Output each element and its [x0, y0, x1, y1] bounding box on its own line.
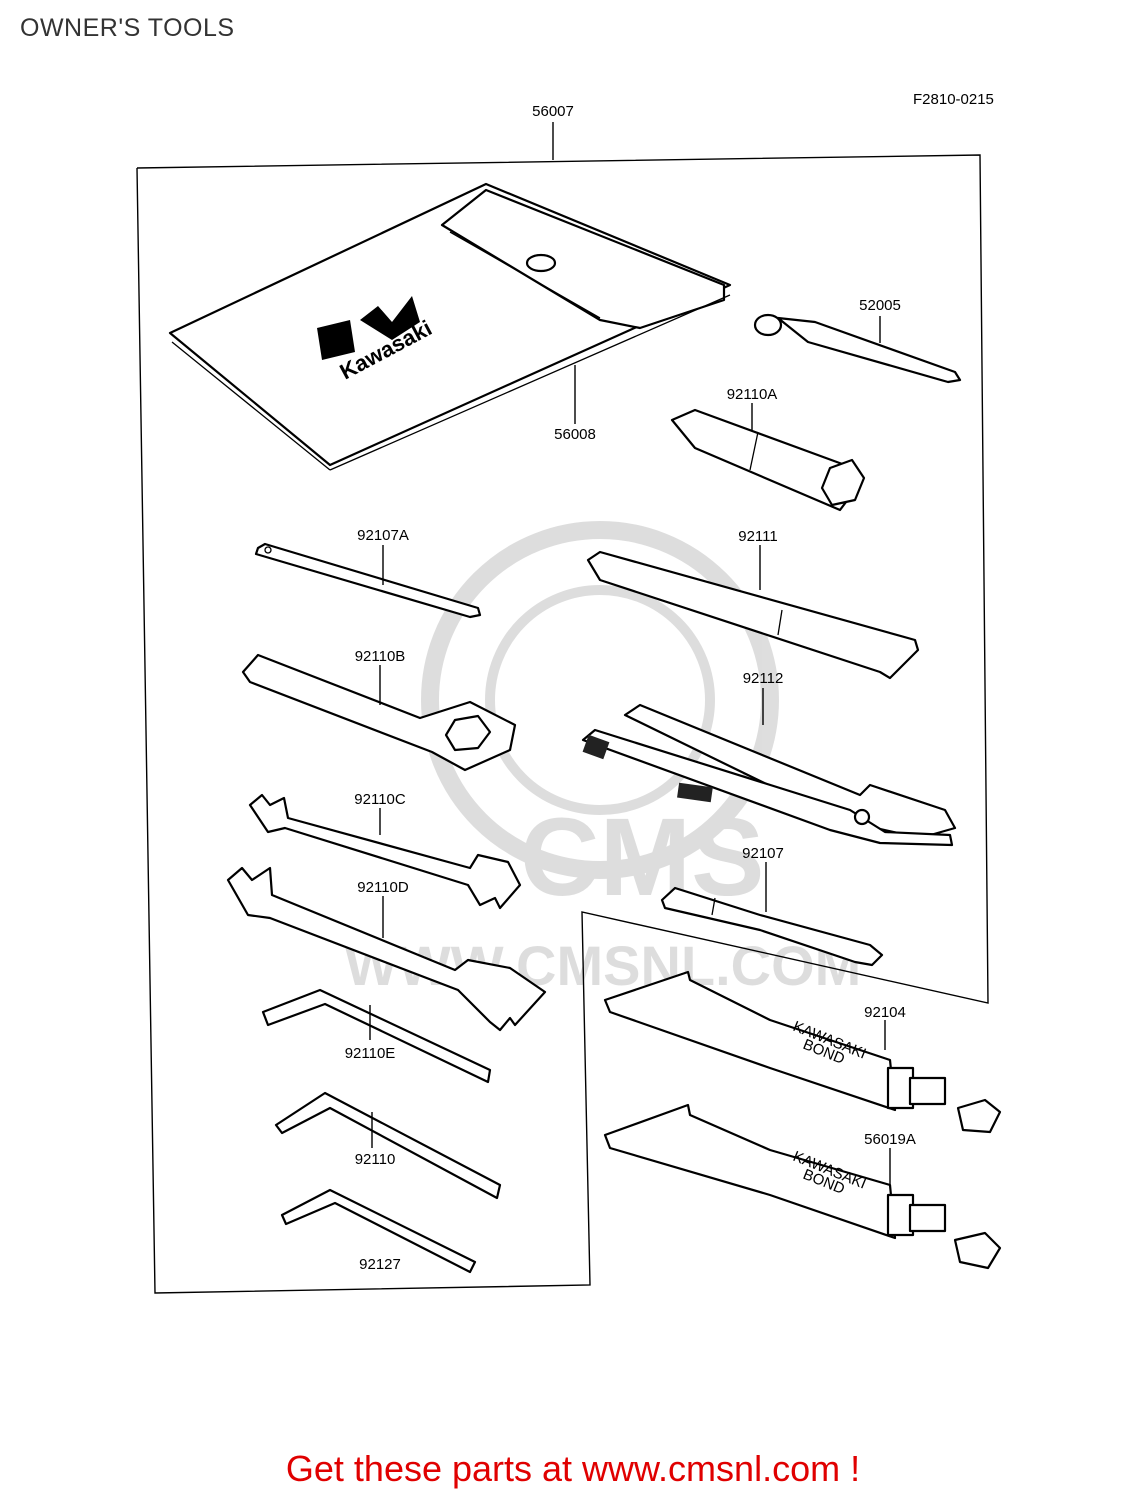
tool-92127[interactable] — [280, 1188, 477, 1274]
label-92127[interactable]: 92127 — [359, 1256, 401, 1273]
footer-link[interactable]: Get these parts at www.cmsnl.com ! — [285, 1448, 861, 1489]
label-92110E[interactable]: 92110E — [345, 1045, 396, 1062]
tool-92110A[interactable] — [670, 408, 866, 512]
page-title: OWNER'S TOOLS — [20, 14, 235, 42]
tool-92111[interactable] — [586, 550, 920, 680]
tool-92107A[interactable] — [254, 542, 482, 619]
tool-bag[interactable]: Kawasaki — [168, 182, 732, 471]
tool-92110E[interactable] — [261, 988, 492, 1084]
tool-92110[interactable] — [274, 1091, 502, 1200]
label-56019A[interactable]: 56019A — [864, 1131, 916, 1148]
watermark: CMS WWW.CMSNL.COM — [345, 521, 861, 997]
tool-92112[interactable] — [581, 703, 957, 847]
figure-code: F2810-0215 — [913, 91, 994, 108]
tool-52005[interactable] — [753, 313, 962, 384]
tool-92107[interactable] — [660, 886, 884, 967]
group-bracket — [136, 122, 989, 1294]
watermark-text: CMS — [520, 796, 764, 919]
label-92111[interactable]: 92111 — [738, 528, 778, 545]
label-92107[interactable]: 92107 — [742, 845, 784, 862]
label-92112[interactable]: 92112 — [743, 670, 784, 687]
tool-56019A[interactable]: KAWASAKI BOND — [603, 1103, 1002, 1270]
label-92110A[interactable]: 92110A — [727, 386, 778, 403]
label-92104[interactable]: 92104 — [864, 1004, 906, 1021]
label-92110[interactable]: 92110 — [355, 1151, 396, 1168]
tool-92110D[interactable] — [226, 866, 547, 1032]
tool-92110C[interactable] — [248, 793, 522, 910]
label-92110C[interactable]: 92110C — [354, 791, 406, 808]
label-52005[interactable]: 52005 — [859, 297, 901, 314]
label-56007[interactable]: 56007 — [532, 103, 574, 120]
tool-92110B[interactable] — [241, 653, 517, 772]
label-56008[interactable]: 56008 — [554, 426, 596, 443]
label-92110B[interactable]: 92110B — [355, 648, 406, 665]
label-92110D[interactable]: 92110D — [357, 879, 409, 896]
label-92107A[interactable]: 92107A — [357, 527, 409, 544]
parts-diagram: CMS WWW.CMSNL.COM F2810-0215 Kawasaki — [136, 91, 1002, 1294]
part-labels: 56007 56008 52005 92110A 92107A 92111 92… — [345, 103, 916, 1273]
